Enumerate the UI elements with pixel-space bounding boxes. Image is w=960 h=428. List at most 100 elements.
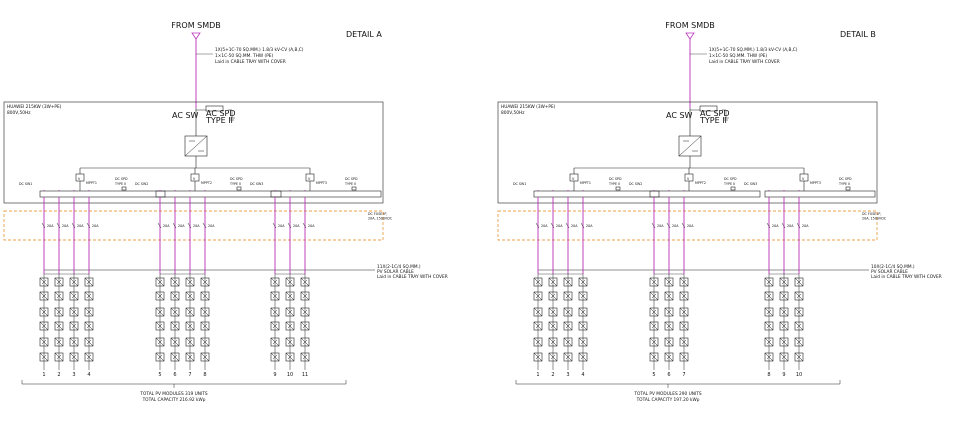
pv-module-arrow — [781, 354, 787, 360]
dc-spd-label: TYPE II — [229, 182, 241, 186]
string-number: 5 — [652, 372, 655, 378]
fuse-symbol — [302, 222, 307, 229]
string-cable-label: 10X(2-1C/4 SQ.MM.) — [871, 264, 915, 270]
pv-module — [779, 321, 789, 331]
dc-sw-label: DC SW2 — [629, 182, 642, 186]
pv-module-arrow — [580, 279, 586, 285]
pv-module-arrow — [781, 293, 787, 299]
fuse-rating: 20A — [178, 224, 185, 228]
pv-module — [794, 337, 804, 347]
pv-module — [649, 291, 659, 301]
pv-module-arrow — [565, 279, 571, 285]
pv-module — [185, 291, 195, 301]
pv-module — [69, 352, 79, 362]
mppt-label: MPPT3 — [810, 181, 821, 185]
pv-module-arrow — [172, 293, 178, 299]
dc-spd-box — [730, 186, 736, 191]
fuse-rating: 20A — [586, 224, 593, 228]
pv-module-arrow — [681, 354, 687, 360]
pv-module — [664, 307, 674, 317]
pv-module-arrow — [681, 293, 687, 299]
dc-sw-bar — [39, 190, 166, 198]
pv-module-arrow — [41, 309, 47, 315]
mppt-symbol: V — [687, 177, 690, 181]
pv-module — [649, 307, 659, 317]
pv-module-arrow — [272, 279, 278, 285]
fuse-rating: 20A — [541, 224, 548, 228]
pv-module — [185, 277, 195, 287]
pv-module — [270, 337, 280, 347]
pv-module-arrow — [535, 354, 541, 360]
pv-module — [84, 337, 94, 347]
ac-spd-label: AC SPD — [700, 109, 730, 118]
pv-module-arrow — [187, 309, 193, 315]
pv-module-arrow — [302, 339, 308, 345]
pv-module — [270, 291, 280, 301]
pv-module-arrow — [766, 279, 772, 285]
string-number: 10 — [796, 372, 802, 378]
pv-module — [779, 291, 789, 301]
pv-module-arrow — [56, 309, 62, 315]
inverter-enclosure — [497, 101, 878, 204]
pv-module-arrow — [157, 354, 163, 360]
pv-module-arrow — [302, 279, 308, 285]
fuse-tray — [3, 210, 384, 241]
pv-module-arrow — [172, 279, 178, 285]
pv-module — [155, 337, 165, 347]
pv-module-arrow — [56, 279, 62, 285]
pv-module — [779, 277, 789, 287]
fuse-rating: 20A — [772, 224, 779, 228]
pv-module — [548, 352, 558, 362]
dc-sw-label: DC SW3 — [744, 182, 757, 186]
fuse-note: DC FUSE IP, — [368, 212, 387, 216]
dc-sw-label: DC SW2 — [135, 182, 148, 186]
pv-module-arrow — [202, 323, 208, 329]
mppt-symbol: V — [78, 177, 81, 181]
pv-module — [548, 321, 558, 331]
fuse-rating: 20A — [193, 224, 200, 228]
pv-module-arrow — [302, 293, 308, 299]
pv-module-arrow — [565, 354, 571, 360]
pv-module-arrow — [272, 339, 278, 345]
pv-module-arrow — [202, 279, 208, 285]
fuse-symbol — [535, 222, 540, 229]
pv-module — [563, 277, 573, 287]
pv-module-arrow — [202, 339, 208, 345]
pv-module-arrow — [71, 309, 77, 315]
fuse-symbol — [681, 222, 686, 229]
pv-module — [578, 321, 588, 331]
pv-module-arrow — [550, 339, 556, 345]
fuse-note: DC FUSE IP, — [862, 212, 881, 216]
fuse-symbol — [187, 222, 192, 229]
pv-module — [155, 291, 165, 301]
pv-module — [39, 321, 49, 331]
pv-module — [764, 352, 774, 362]
pv-module-arrow — [781, 339, 787, 345]
pv-module-arrow — [86, 279, 92, 285]
pv-module — [54, 307, 64, 317]
string-number: 2 — [551, 372, 554, 378]
ac-spd-box — [699, 105, 718, 112]
string-number: 4 — [581, 372, 584, 378]
inverter-enclosure — [3, 101, 384, 204]
fuse-symbol — [287, 222, 292, 229]
pv-module — [649, 277, 659, 287]
pv-module — [548, 337, 558, 347]
pv-module-arrow — [766, 309, 772, 315]
pv-module — [84, 307, 94, 317]
pv-module — [39, 337, 49, 347]
string-cable-label: Laid in CABLE TRAY WITH COVER — [871, 274, 942, 280]
pv-module-arrow — [187, 323, 193, 329]
string-number: 11 — [302, 372, 308, 378]
fuse-symbol — [550, 222, 555, 229]
fuse-rating: 20A — [62, 224, 69, 228]
pv-module-arrow — [666, 309, 672, 315]
pv-module-arrow — [651, 293, 657, 299]
fuse-note: 20A, 1500VDC — [368, 217, 393, 221]
pv-module-arrow — [651, 354, 657, 360]
mppt-symbol: V — [193, 177, 196, 181]
pv-module — [649, 337, 659, 347]
pv-module-arrow — [681, 309, 687, 315]
pv-module — [300, 307, 310, 317]
